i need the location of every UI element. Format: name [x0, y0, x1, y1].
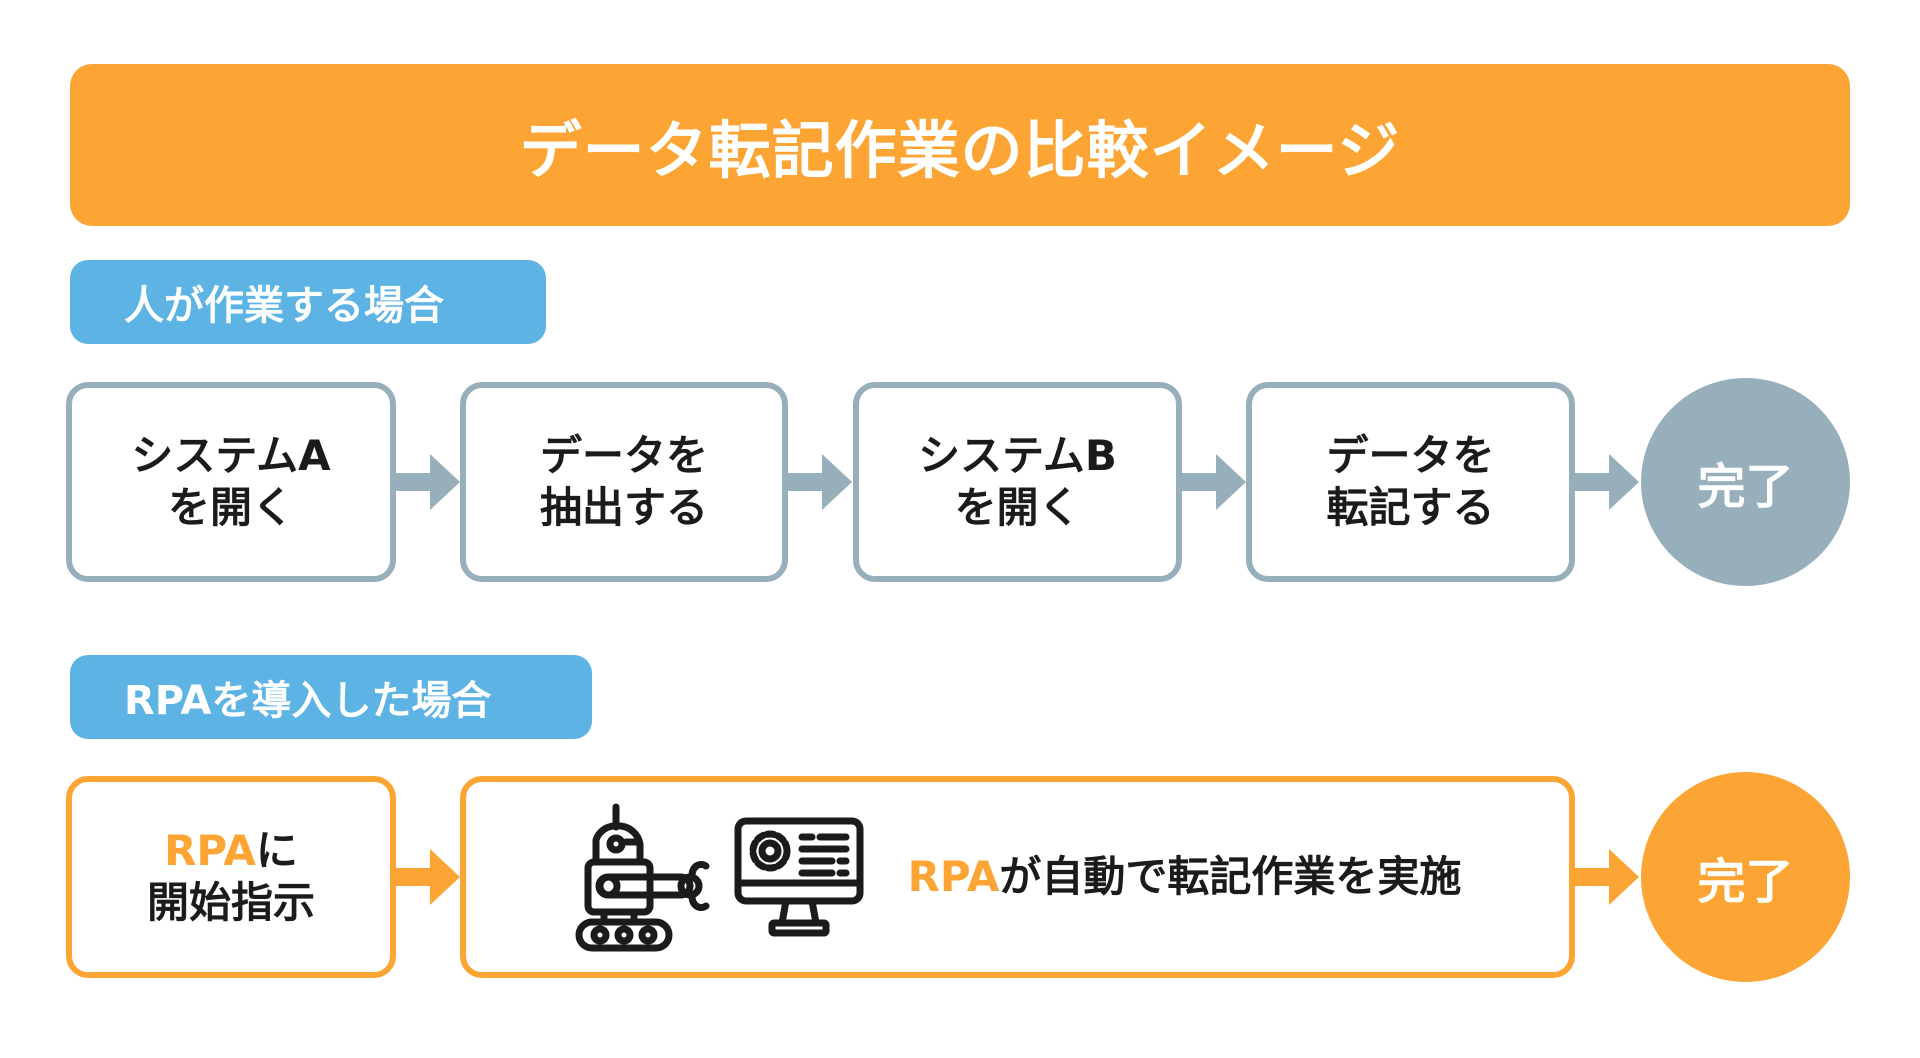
- rpa-highlight: RPA: [907, 851, 1000, 901]
- arrow-right-icon: [396, 849, 460, 905]
- step-rpa-start: RPAに 開始指示: [66, 776, 396, 978]
- section-label-rpa: RPAを導入した場合: [70, 655, 592, 739]
- step-text-line1: データを: [1326, 430, 1495, 480]
- step-text-line1: システムB: [918, 430, 1117, 480]
- done-text: 完了: [1697, 459, 1794, 515]
- step-text-rest: が自動で転記作業を実施: [999, 851, 1462, 901]
- arrow-right-icon: [788, 454, 852, 510]
- arrow-right-icon: [396, 454, 460, 510]
- step-text-line2: を開く: [167, 483, 294, 532]
- page-title: データ転記作業の比較イメージ: [519, 114, 1401, 187]
- step-text-line1: RPAに: [147, 825, 315, 878]
- step-text-rest: に: [255, 825, 298, 875]
- step-extract-data: データを抽出する: [460, 382, 788, 582]
- section-label-text: 人が作業する場合: [124, 283, 444, 329]
- step-text-line2: 抽出する: [539, 483, 708, 532]
- section-label-text: RPAを導入した場合: [124, 678, 492, 724]
- step-transfer-data: データを転記する: [1246, 382, 1575, 582]
- step-text-line2: 転記する: [1326, 483, 1495, 532]
- step-text-line2: を開く: [954, 483, 1081, 532]
- done-circle-rpa: 完了: [1641, 772, 1850, 982]
- arrow-right-icon: [1182, 454, 1246, 510]
- step-text-line1: データを: [539, 430, 708, 480]
- section-label-manual: 人が作業する場合: [70, 260, 546, 344]
- robot-icon: [575, 803, 710, 952]
- arrow-right-icon: [1575, 454, 1639, 510]
- done-circle-manual: 完了: [1641, 378, 1850, 586]
- rpa-auto-text: RPAが自動で転記作業を実施: [908, 851, 1462, 904]
- title-banner: データ転記作業の比較イメージ: [70, 64, 1850, 226]
- step-text-line2: 開始指示: [146, 878, 315, 927]
- computer-settings-icon: [734, 817, 864, 937]
- done-text: 完了: [1697, 854, 1794, 910]
- step-rpa-auto: RPAが自動で転記作業を実施: [460, 776, 1575, 978]
- arrow-right-icon: [1575, 849, 1639, 905]
- rpa-highlight: RPA: [164, 825, 256, 875]
- step-text-line1: システムA: [131, 430, 331, 480]
